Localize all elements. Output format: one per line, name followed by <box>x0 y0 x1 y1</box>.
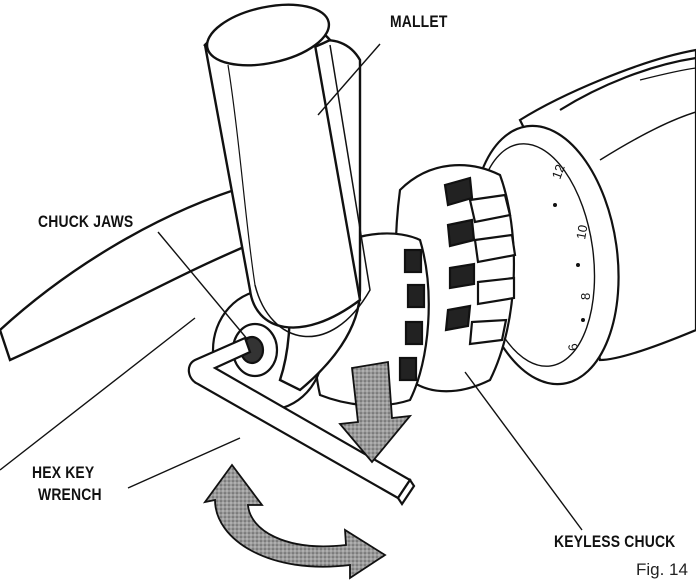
dial-number: 10 <box>573 224 590 241</box>
label-chuck-jaws: CHUCK JAWS <box>38 212 134 231</box>
dial-number: 6 <box>565 342 581 352</box>
label-keyless-chuck: KEYLESS CHUCK <box>554 532 676 551</box>
keyless-chuck-sleeve <box>394 164 517 393</box>
dial-number: 12 <box>549 162 568 181</box>
label-hex-key-line1: HEX KEY <box>32 463 95 482</box>
clutch-dial-numbers: 12 10 8 6 <box>549 162 593 352</box>
label-mallet: MALLET <box>390 12 448 31</box>
leader-lines <box>0 43 583 531</box>
mallet <box>0 3 371 392</box>
label-hex-key-line2: WRENCH <box>38 485 102 504</box>
down-arrow-icon <box>338 360 413 464</box>
hex-key-wrench <box>187 336 416 506</box>
figure-number: Fig. 14 <box>636 560 688 579</box>
rotate-arrow-icon <box>202 463 387 580</box>
dial-number: 8 <box>578 293 593 300</box>
